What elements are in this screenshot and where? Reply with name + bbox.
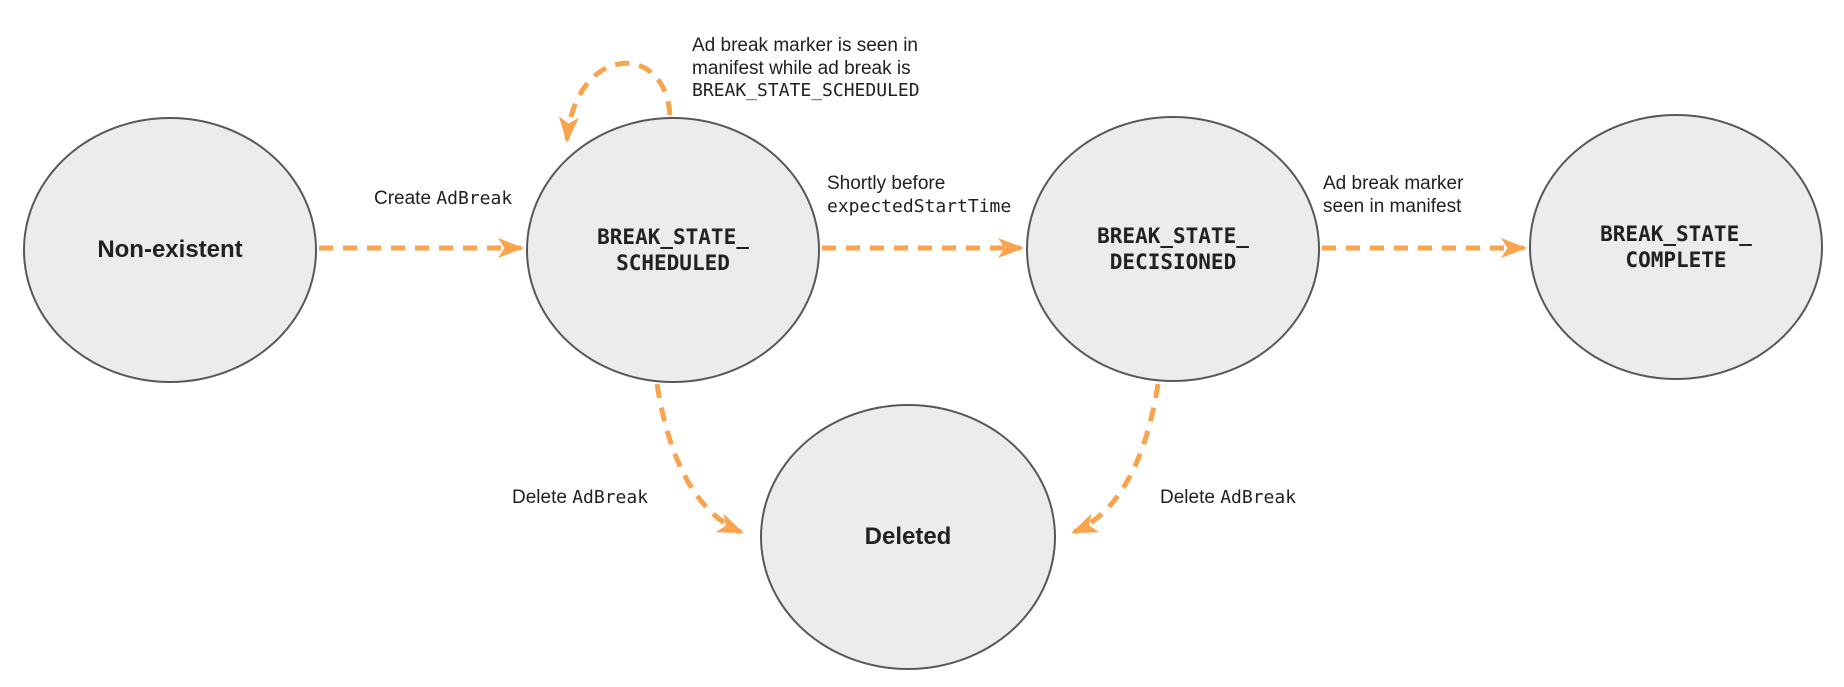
edge-label-create-adbreak-text: Create [374,188,437,209]
edge-label-marker-seen-line2: seen in manifest [1323,195,1462,217]
state-node-deleted: Deleted [760,404,1056,670]
state-node-scheduled: BREAK_STATE_ SCHEDULED [526,117,820,383]
edge-label-delete-adbreak-left: Delete AdBreak [512,487,648,510]
edge-label-delete-right-code: AdBreak [1220,487,1297,508]
edge-label-delete-right-text: Delete [1160,487,1221,508]
edge-label-self-loop-line2: manifest while ad break is [692,57,911,79]
edge-label-delete-left-code: AdBreak [572,487,649,508]
edge-label-shortly-before-code: expectedStartTime [827,195,1012,217]
state-node-non-existent: Non-existent [23,117,317,383]
edge-label-shortly-before-line1: Shortly before [827,173,946,194]
edge-label-self-loop-line3-code: BREAK_STATE_SCHEDULED [692,80,920,101]
edge-label-create-adbreak: Create AdBreak [374,188,512,211]
state-label-decisioned: BREAK_STATE_ DECISIONED [1097,224,1249,274]
edge-label-marker-seen-line1: Ad break marker [1323,173,1464,194]
edge-label-self-loop-line1: Ad break marker is seen in [692,35,918,56]
state-node-complete: BREAK_STATE_ COMPLETE [1529,114,1823,380]
state-label-deleted: Deleted [864,523,952,550]
state-label-non-existent: Non-existent [97,236,243,263]
edge-label-shortly-before: Shortly before expectedStartTime [827,173,1011,218]
state-label-scheduled: BREAK_STATE_ SCHEDULED [597,225,749,275]
edge-label-create-adbreak-code: AdBreak [436,188,513,209]
edge-decisioned-to-deleted [1071,383,1161,535]
edge-label-scheduled-self-loop: Ad break marker is seen in manifest whil… [692,35,920,103]
state-label-complete: BREAK_STATE_ COMPLETE [1600,222,1752,272]
edge-label-delete-left-text: Delete [512,487,573,508]
edge-label-delete-adbreak-right: Delete AdBreak [1160,487,1296,510]
state-node-decisioned: BREAK_STATE_ DECISIONED [1026,116,1320,382]
edge-scheduled-to-deleted [654,383,744,535]
edge-label-marker-seen: Ad break marker seen in manifest [1323,173,1463,218]
